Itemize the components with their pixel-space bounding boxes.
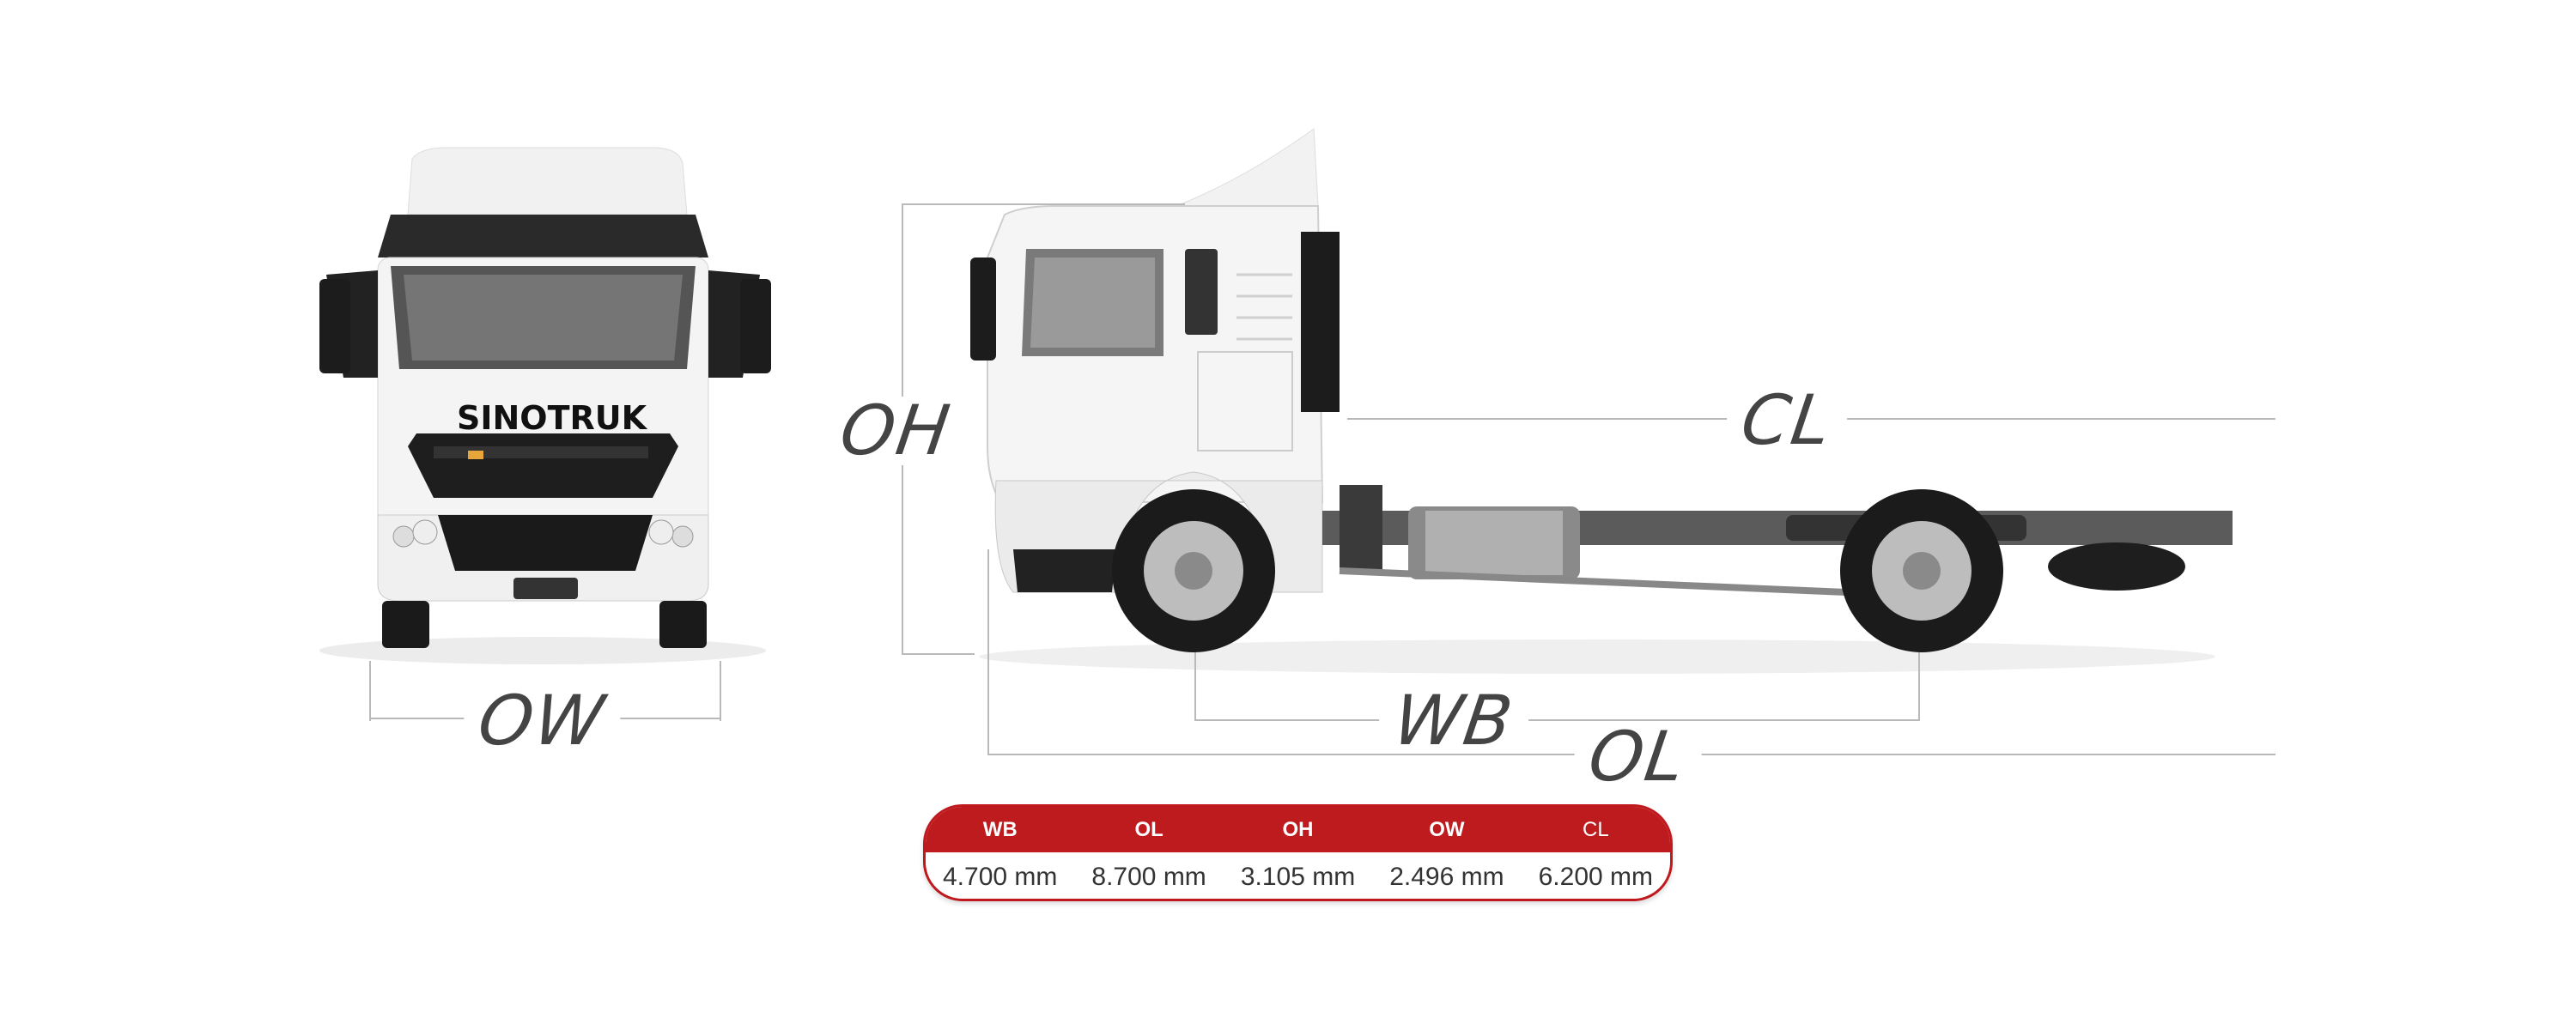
header-cl: CL [1582,817,1609,841]
value-cl: 6.200 mm [1538,862,1654,891]
wb-tick-right [1918,652,1920,721]
value-wb: 4.700 mm [943,862,1058,891]
oh-label: OH [820,391,971,470]
truck-side-view [970,128,2233,674]
ow-label: OW [459,681,625,760]
rear-wheel [1840,489,2003,652]
header-wb: WB [982,817,1018,841]
header-oh: OH [1282,817,1314,841]
value-ow: 2.496 mm [1389,862,1504,891]
ow-tick-right [720,661,721,721]
ol-label: OL [1569,717,1706,797]
ol-tick-left [987,549,989,755]
value-oh: 3.105 mm [1240,862,1356,891]
wb-label: WB [1374,681,1534,760]
oh-tick-bottom [902,653,975,655]
spec-table: WB OL OH OW CL 4.700 mm 8.700 mm 3.105 m… [923,804,1673,901]
header-ol: OL [1134,817,1163,841]
front-wheel [1112,489,1275,652]
oh-tick-top [902,203,1185,205]
wb-tick-left [1194,652,1196,721]
spec-table-row: 4.700 mm 8.700 mm 3.105 mm 2.496 mm 6.20… [926,852,1670,899]
wb-dimension-line [1194,719,1918,721]
value-ol: 8.700 mm [1091,862,1206,891]
cl-label: CL [1722,380,1852,460]
brand-logo: SINOTRUK [457,399,648,437]
truck-front-view: SINOTRUK [319,147,771,664]
ow-tick-left [369,661,371,721]
header-ow: OW [1429,817,1465,841]
spec-table-header: WB OL OH OW CL [926,807,1670,852]
